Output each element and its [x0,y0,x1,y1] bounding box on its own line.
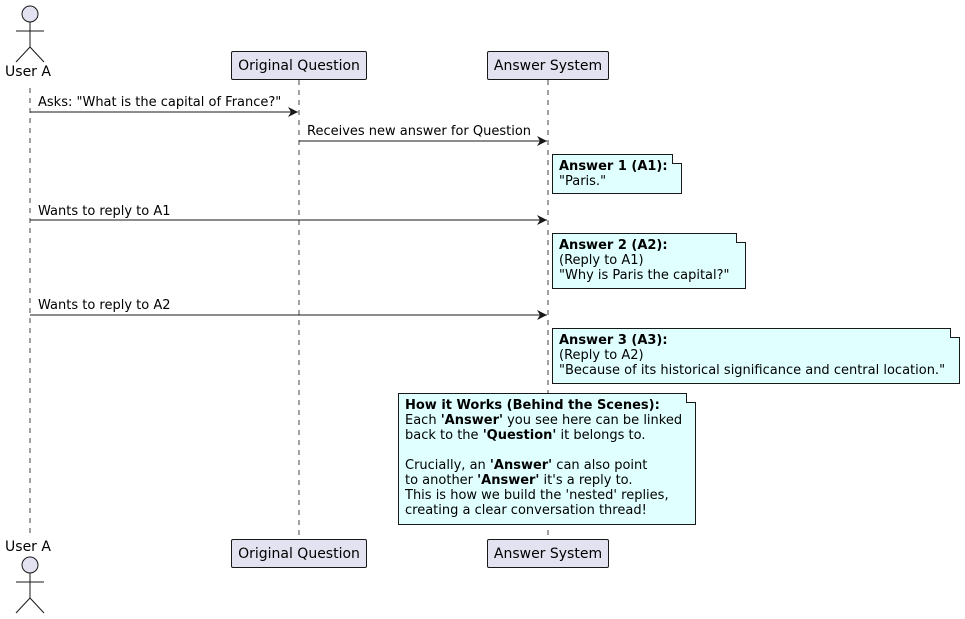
actor-user-bottom [15,556,45,614]
note-bold-text: Answer 2 (A2): [559,238,668,253]
note-line: Crucially, an 'Answer' can also point [405,458,689,473]
participant-original-question-top: Original Question [231,51,367,80]
note-text: you see here can be linked [502,413,683,428]
actor-user-top [15,5,45,63]
note-line: Answer 1 (A1): [559,159,675,174]
actor-label-user-bottom: User A [5,539,51,555]
note-text: "Paris." [559,174,607,189]
note-text: to another [405,473,478,488]
note-text: This is how we build the 'nested' replie… [405,488,669,503]
note-line: "Paris." [559,174,675,189]
note-text: can also point [552,458,648,473]
note-text: (Reply to A1) [559,253,644,268]
note-text: creating a clear conversation thread! [405,503,647,518]
note-line: How it Works (Behind the Scenes): [405,398,689,413]
note-text: (Reply to A2) [559,348,644,363]
note-line: (Reply to A2) [559,348,953,363]
note-text: "Because of its historical significance … [559,363,946,378]
note-line: This is how we build the 'nested' replie… [405,488,689,503]
note-line [405,443,689,458]
note-bold-text: 'Answer' [440,413,503,428]
note-text: it's a reply to. [539,473,633,488]
note-bold-text: How it Works (Behind the Scenes): [405,398,660,413]
note-line: (Reply to A1) [559,253,739,268]
actor-label-user-top: User A [5,64,51,80]
note-answer-3: Answer 3 (A3):(Reply to A2)"Because of i… [552,328,960,384]
note-bold-text: 'Answer' [489,458,553,473]
note-line: to another 'Answer' it's a reply to. [405,473,689,488]
message-label-2: Receives new answer for Question [307,124,532,139]
note-text: Crucially, an [405,458,490,473]
note-bold-text: Answer 3 (A3): [559,333,668,348]
note-line: "Because of its historical significance … [559,363,953,378]
note-text: "Why is Paris the capital?" [559,268,730,283]
note-answer-1: Answer 1 (A1):"Paris." [552,154,682,194]
participant-answer-system-top: Answer System [487,51,609,80]
note-text: back to the [405,428,483,443]
note-text: Each [405,413,441,428]
message-label-1: Asks: "What is the capital of France?" [38,95,282,110]
note-text: it belongs to. [556,428,646,443]
note-line: Answer 3 (A3): [559,333,953,348]
participant-original-question-bottom: Original Question [231,539,367,568]
note-line: back to the 'Question' it belongs to. [405,428,689,443]
participant-answer-system-bottom: Answer System [487,539,609,568]
note-bold-text: 'Question' [482,428,557,443]
message-label-3: Wants to reply to A1 [38,204,171,219]
note-line: Each 'Answer' you see here can be linked [405,413,689,428]
note-bold-text: 'Answer' [477,473,540,488]
note-line: creating a clear conversation thread! [405,503,689,518]
note-how-it-works: How it Works (Behind the Scenes):Each 'A… [398,393,696,525]
note-line: "Why is Paris the capital?" [559,268,739,283]
note-answer-2: Answer 2 (A2):(Reply to A1)"Why is Paris… [552,233,746,289]
note-line: Answer 2 (A2): [559,238,739,253]
note-bold-text: Answer 1 (A1): [559,159,668,174]
message-label-4: Wants to reply to A2 [38,298,171,313]
